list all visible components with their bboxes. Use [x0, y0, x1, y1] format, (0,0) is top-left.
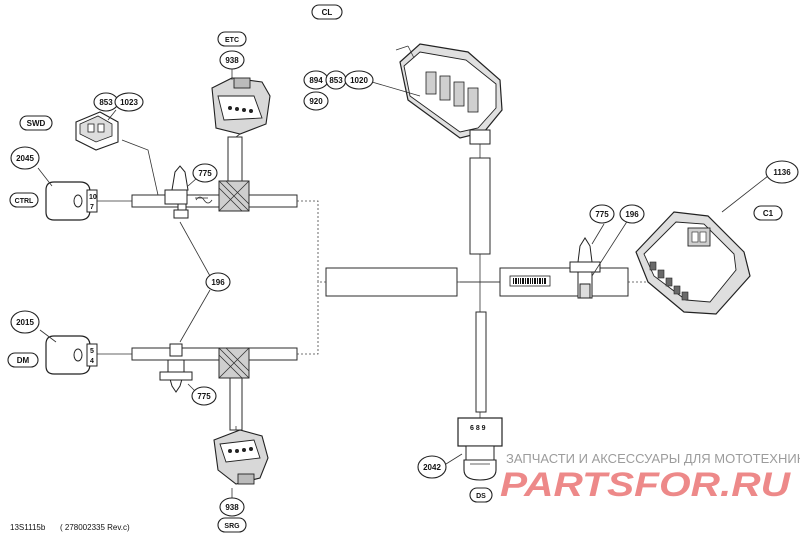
callout-etc-label: ETC — [225, 37, 239, 44]
watermark-brand: PARTSFOR.RU — [500, 466, 792, 504]
drawing-revision: ( 278002335 Rev.c) — [60, 523, 130, 532]
cable-tie-lower — [159, 343, 193, 393]
swd-plug-connector — [75, 111, 119, 151]
part-bubble-2042: 2042 — [417, 455, 447, 479]
srg-connector — [213, 426, 269, 485]
left-lower-branch — [95, 282, 319, 431]
part-bubble-196-mid: 196 — [205, 272, 231, 292]
dm-pin-upper: 5 — [90, 348, 94, 355]
callout-swd: SWD — [19, 115, 53, 131]
part-1136-label: 1136 — [773, 168, 791, 177]
part-bubble-938-bottom: 938 — [219, 497, 245, 517]
harness-trunk-center — [325, 267, 458, 297]
callout-srg-label: SRG — [224, 523, 240, 530]
drawing-id: 13S1115b — [10, 523, 46, 532]
part-775-right-label: 775 — [595, 210, 609, 219]
callout-ds-label: DS — [476, 493, 486, 500]
callout-c1-label: C1 — [763, 209, 774, 218]
dm-pin-lower: 4 — [90, 358, 94, 365]
ds-sensor-connector: 6 8 9 — [457, 412, 503, 481]
cl-connector — [395, 43, 503, 158]
barcode-label — [509, 275, 551, 287]
part-920-label: 920 — [309, 97, 323, 106]
part-1023-label: 1023 — [120, 98, 138, 107]
drawing-footer: 13S1115b ( 278002335 Rev.c) — [10, 523, 130, 532]
callout-ctrl: CTRL — [9, 192, 39, 208]
callout-srg: SRG — [217, 517, 247, 533]
watermark: ЗАПЧАСТИ И АКСЕССУАРЫ ДЛЯ МОТОТЕХНИКИ PA… — [500, 451, 800, 504]
part-1020-label: 1020 — [350, 76, 368, 85]
part-bubble-920: 920 — [303, 91, 329, 111]
part-2042-label: 2042 — [423, 463, 441, 472]
callout-c1: C1 — [753, 205, 783, 221]
harness-branch-ds — [475, 311, 487, 413]
part-bubble-894: 894 — [303, 70, 329, 90]
part-bubble-1023: 1023 — [114, 92, 144, 112]
part-775-bottom-label: 775 — [197, 392, 211, 401]
ctrl-module-connector: 10 7 — [45, 181, 98, 221]
leader-lines — [37, 68, 769, 500]
part-196-right-label: 196 — [625, 210, 639, 219]
part-bubble-196-right: 196 — [619, 204, 645, 224]
part-bubble-1020: 1020 — [344, 70, 374, 90]
part-775-top-label: 775 — [198, 169, 212, 178]
part-bubble-775-bottom: 775 — [191, 386, 217, 406]
callout-cl: CL — [311, 4, 343, 20]
callout-cl-label: CL — [322, 8, 333, 17]
harness-branch-cl — [469, 157, 491, 255]
dm-module-connector: 5 4 — [45, 335, 98, 375]
etc-connector — [211, 77, 271, 138]
main-harness — [325, 157, 662, 413]
part-bubble-2045: 2045 — [10, 146, 40, 170]
part-2015-label: 2015 — [16, 318, 34, 327]
part-bubble-775-right: 775 — [589, 204, 615, 224]
callout-ds: DS — [469, 487, 493, 503]
part-bubble-775-top: 775 — [192, 163, 218, 183]
callout-etc: ETC — [217, 31, 247, 47]
callout-dm: DM — [7, 352, 39, 368]
ds-pin-labels: 6 8 9 — [470, 425, 486, 432]
part-bubble-1136: 1136 — [765, 160, 799, 184]
part-bubble-2015: 2015 — [10, 310, 40, 334]
part-853-cl-label: 853 — [329, 76, 343, 85]
part-bubble-853-cl: 853 — [325, 70, 347, 90]
part-853-swd-label: 853 — [99, 98, 113, 107]
ctrl-pin-upper: 10 — [89, 194, 97, 201]
part-bubble-938-top: 938 — [219, 50, 245, 70]
callout-swd-label: SWD — [27, 119, 46, 128]
part-196-mid-label: 196 — [211, 278, 225, 287]
part-938-top-label: 938 — [225, 56, 239, 65]
callout-dm-label: DM — [17, 356, 30, 365]
cable-tie-upper — [164, 165, 213, 219]
callout-ctrl-label: CTRL — [15, 198, 34, 205]
part-2045-label: 2045 — [16, 154, 34, 163]
part-894-label: 894 — [309, 76, 323, 85]
watermark-caption: ЗАПЧАСТИ И АКСЕССУАРЫ ДЛЯ МОТОТЕХНИКИ — [506, 451, 800, 466]
ctrl-pin-lower: 7 — [90, 204, 94, 211]
part-938-bottom-label: 938 — [225, 503, 239, 512]
part-bubble-853-swd: 853 — [93, 92, 119, 112]
cable-tie-right — [569, 237, 601, 299]
c1-connector — [635, 211, 751, 315]
left-upper-branch — [95, 136, 326, 283]
